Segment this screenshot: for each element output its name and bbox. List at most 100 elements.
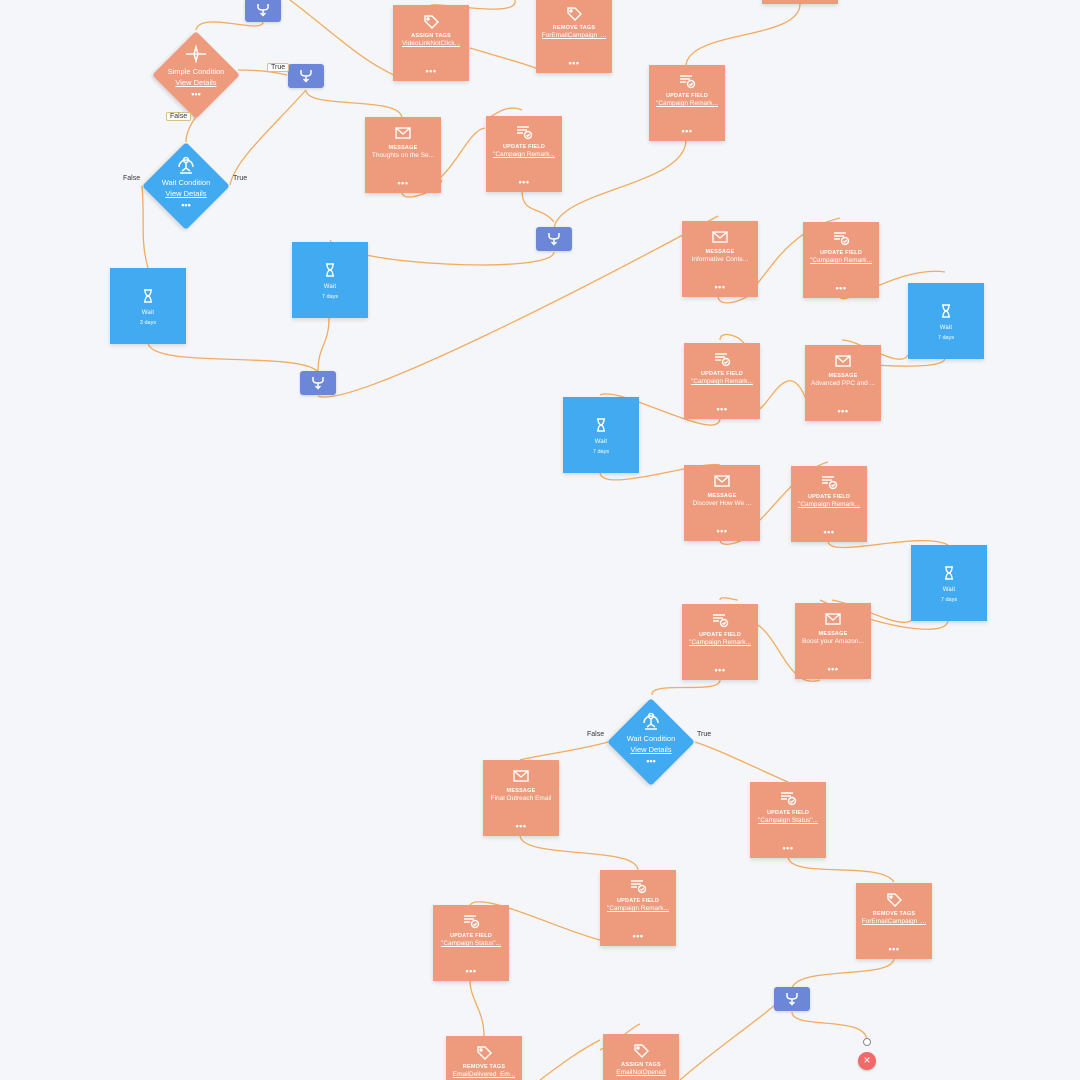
end-icon[interactable]: × <box>858 1052 876 1070</box>
more-options-button[interactable]: ••• <box>397 178 409 188</box>
node-update-field-status-left[interactable]: UPDATE FIELD"Campaign Status"... ••• <box>433 905 509 981</box>
node-detail-link[interactable]: "Campaign Remark... <box>689 639 751 646</box>
node-detail-link[interactable]: "Campaign Remark... <box>810 257 872 264</box>
edge-label-false: False <box>166 112 192 121</box>
more-options-button[interactable]: ••• <box>835 283 847 293</box>
node-update-field-top-right[interactable]: UPDATE FIELD"Campaign Remark...••• <box>649 65 725 141</box>
view-details-link[interactable]: View Details <box>630 745 672 754</box>
mail-icon <box>713 473 731 489</box>
edge-label-true: True <box>233 175 248 182</box>
node-detail-text: 3 days <box>139 320 157 326</box>
node-type-label: UPDATE FIELD <box>502 144 546 150</box>
node-type-label: ASSIGN TAGS <box>621 1062 661 1068</box>
more-options-button[interactable]: ••• <box>568 58 580 68</box>
node-detail-link[interactable]: ForEmailCampaign_... <box>861 918 927 925</box>
mail-icon <box>394 125 412 141</box>
node-update-field-bottom[interactable]: UPDATE FIELD"Campaign Remark...••• <box>600 870 676 946</box>
node-detail-text: 7 days <box>937 335 955 341</box>
offscreen-action-node[interactable] <box>762 0 838 4</box>
more-options-button[interactable]: ••• <box>465 966 477 976</box>
view-details-link[interactable]: View Details <box>165 189 207 198</box>
node-detail-link[interactable]: VideoLinkNotClick... <box>401 40 461 47</box>
merge-icon <box>257 4 269 17</box>
node-detail-text: Informative Conte... <box>691 256 749 263</box>
condition-title: Wait Condition <box>626 734 676 743</box>
more-options-button[interactable]: ••• <box>714 665 726 675</box>
node-detail-text: Discover How We ... <box>692 500 752 507</box>
more-options-button[interactable]: ••• <box>518 177 530 187</box>
merge-node-bottom[interactable] <box>774 987 810 1011</box>
simple-condition-node[interactable]: Simple Condition View Details ••• <box>151 30 241 120</box>
more-options-button[interactable]: ••• <box>191 89 201 99</box>
more-options-button[interactable]: ••• <box>425 66 437 76</box>
node-detail-link[interactable]: EmailNotOpened <box>616 1069 666 1076</box>
node-detail-link[interactable]: "Campaign Remark... <box>493 151 555 158</box>
more-options-button[interactable]: ••• <box>632 931 644 941</box>
node-detail-link[interactable]: "Campaign Status"... <box>758 817 818 824</box>
wait-condition-node-top[interactable]: Wait Condition View Details ••• <box>141 141 231 231</box>
merge-node-true-branch[interactable] <box>288 64 324 88</box>
tag-icon <box>422 13 440 29</box>
node-detail-link[interactable]: "Campaign Remark... <box>691 378 753 385</box>
more-options-button[interactable]: ••• <box>716 404 728 414</box>
node-update-field-r2[interactable]: UPDATE FIELD"Campaign Remark...••• <box>684 343 760 419</box>
node-detail-link[interactable]: "Campaign Remark... <box>656 100 718 107</box>
node-type-label: MESSAGE <box>707 493 737 499</box>
more-options-button[interactable]: ••• <box>515 821 527 831</box>
more-options-button[interactable]: ••• <box>181 200 191 210</box>
more-options-button[interactable]: ••• <box>827 664 839 674</box>
node-detail-link[interactable]: "Campaign Remark... <box>607 905 669 912</box>
node-update-field-mid[interactable]: UPDATE FIELD"Campaign Remark... ••• <box>486 116 562 192</box>
more-options-button[interactable]: ••• <box>716 526 728 536</box>
hourglass-icon <box>940 565 958 581</box>
mail-icon <box>711 229 729 245</box>
merge-node-mid[interactable] <box>536 227 572 251</box>
node-update-field-status-right[interactable]: UPDATE FIELD"Campaign Status"...••• <box>750 782 826 858</box>
node-wait-7-days-b[interactable]: Wait 7 days <box>908 283 984 359</box>
more-options-button[interactable]: ••• <box>714 282 726 292</box>
more-options-button[interactable]: ••• <box>837 406 849 416</box>
merge-node-top[interactable] <box>245 0 281 22</box>
more-options-button[interactable]: ••• <box>681 126 693 136</box>
node-detail-link[interactable]: EmailDelivered_Em... <box>452 1071 516 1078</box>
wait-condition-icon <box>640 711 662 731</box>
more-options-button[interactable]: ••• <box>823 527 835 537</box>
node-update-field-r1[interactable]: UPDATE FIELD"Campaign Remark...••• <box>803 222 879 298</box>
update-field-icon <box>832 230 850 246</box>
more-options-button[interactable]: ••• <box>646 756 656 766</box>
node-type-label: Wait <box>939 325 953 331</box>
node-detail-link[interactable]: "Campaign Remark... <box>798 501 860 508</box>
update-field-icon <box>678 73 696 89</box>
merge-icon <box>786 993 798 1006</box>
more-options-button[interactable]: ••• <box>888 944 900 954</box>
hourglass-icon <box>139 288 157 304</box>
node-type-label: UPDATE FIELD <box>807 494 851 500</box>
wait-condition-node-bottom[interactable]: Wait Condition View Details ••• <box>606 697 696 787</box>
node-update-field-r3[interactable]: UPDATE FIELD"Campaign Remark... ••• <box>791 466 867 542</box>
more-options-button[interactable]: ••• <box>782 843 794 853</box>
node-update-field-r4[interactable]: UPDATE FIELD"Campaign Remark...••• <box>682 604 758 680</box>
tag-icon <box>475 1044 493 1060</box>
view-details-link[interactable]: View Details <box>175 78 217 87</box>
node-type-label: REMOVE TAGS <box>552 25 596 31</box>
node-detail-link[interactable]: "Campaign Status"... <box>441 940 501 947</box>
node-type-label: UPDATE FIELD <box>449 933 493 939</box>
merge-node-left[interactable] <box>300 371 336 395</box>
node-detail-link[interactable]: ForEmailCampaign_... <box>541 32 607 39</box>
